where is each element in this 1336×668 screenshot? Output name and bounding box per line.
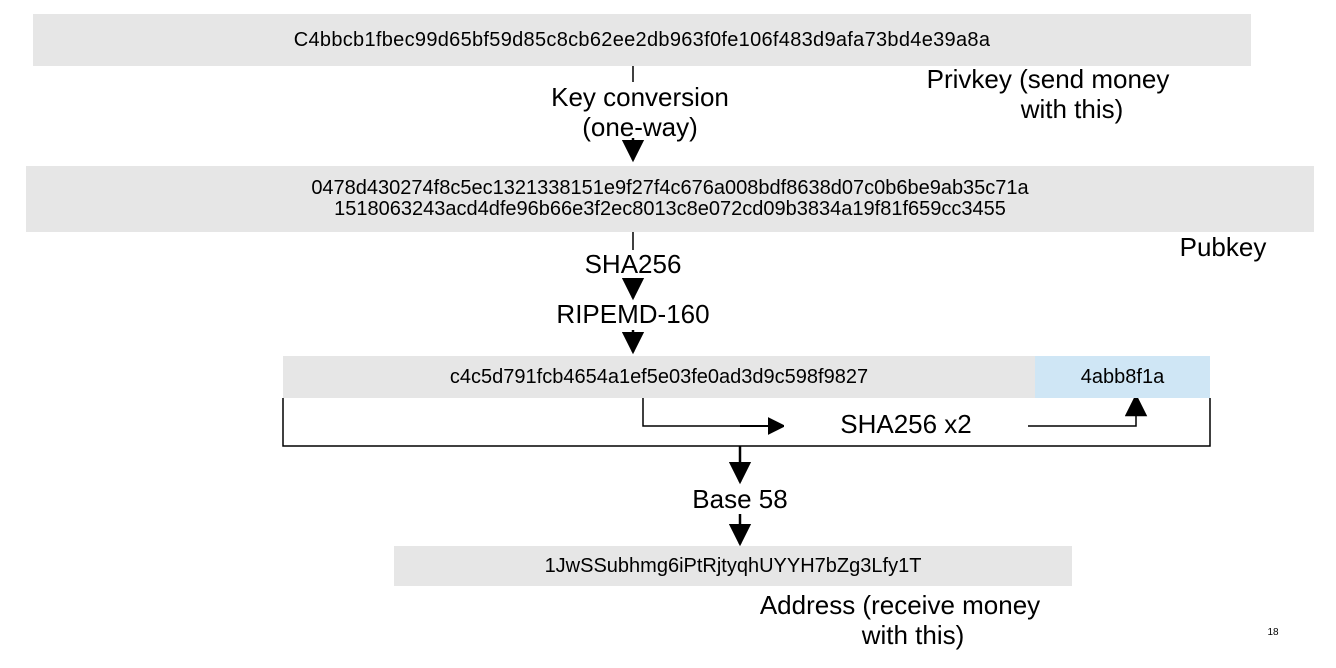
- key-conversion-line1: Key conversion: [551, 82, 729, 112]
- key-conversion-step: Key conversion (one-way): [440, 82, 840, 143]
- bracket-line: [282, 398, 1211, 447]
- pubkey-box: 0478d430274f8c5ec1321338151e9f27f4c676a0…: [26, 166, 1314, 232]
- address-value: 1JwSSubhmg6iPtRjtyqhUYYH7bZg3Lfy1T: [544, 554, 922, 577]
- base58-step: Base 58: [692, 484, 788, 514]
- pubkey-line1: 0478d430274f8c5ec1321338151e9f27f4c676a0…: [311, 177, 1029, 199]
- checksum-box: 4abb8f1a: [1035, 356, 1210, 398]
- sha256-step: SHA256: [584, 249, 682, 279]
- privkey-label: Privkey (send money with this): [838, 64, 1258, 125]
- address-label-line2: with this): [861, 619, 965, 650]
- pubkey-line2: 1518063243acd4dfe96b66e3f2ec8013c8e072cd…: [334, 198, 1006, 220]
- pubkey-label: Pubkey: [1179, 232, 1267, 262]
- hash160-box: c4c5d791fcb4654a1ef5e03fe0ad3d9c598f9827: [283, 356, 1035, 398]
- privkey-value: C4bbcb1fbec99d65bf59d85c8cb62ee2db963f0f…: [293, 28, 991, 51]
- checksum-loop-line: [642, 398, 770, 427]
- privkey-label-line2: with this): [1020, 93, 1124, 124]
- privkey-box: C4bbcb1fbec99d65bf59d85c8cb62ee2db963f0f…: [33, 14, 1251, 66]
- ripemd160-step: RIPEMD-160: [556, 299, 710, 329]
- checksum-return-line: [1028, 398, 1137, 427]
- privkey-label-line1: Privkey (send money: [926, 64, 1170, 94]
- address-label: Address (receive money with this): [658, 590, 1142, 651]
- address-box: 1JwSSubhmg6iPtRjtyqhUYYH7bZg3Lfy1T: [394, 546, 1072, 586]
- page-number: 18: [1267, 627, 1279, 638]
- checksum-step: SHA256 x2: [784, 409, 1028, 440]
- hash160-value: c4c5d791fcb4654a1ef5e03fe0ad3d9c598f9827: [449, 365, 869, 388]
- checksum-value: 4abb8f1a: [1080, 365, 1165, 388]
- key-conversion-line2: (one-way): [582, 111, 698, 142]
- address-label-line1: Address (receive money: [759, 590, 1041, 620]
